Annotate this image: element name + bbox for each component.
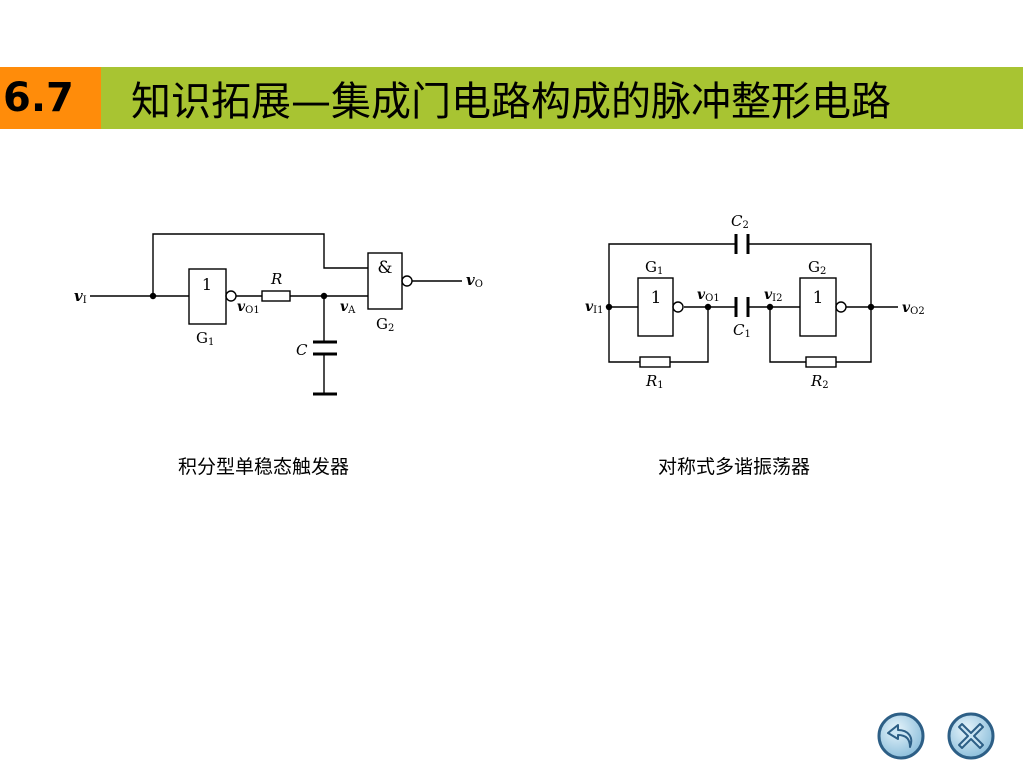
inverter-bubble (672, 301, 684, 313)
junction-dot (320, 292, 328, 300)
page-title: 知识拓展—集成门电路构成的脉冲整形电路 (101, 67, 1023, 129)
vi1-label: vI1 (585, 299, 603, 316)
junction-dot (704, 303, 712, 311)
vo2-label: vO2 (902, 300, 925, 317)
gate2-symbol: 1 (813, 288, 824, 308)
capacitor-label: C (296, 341, 308, 359)
resistor-r (261, 290, 291, 302)
node-vo1-label: vO1 (237, 299, 260, 316)
capacitor-c2 (734, 234, 750, 254)
r1-label: R1 (645, 372, 664, 391)
section-number: 6.7 (0, 67, 101, 129)
gate2-label: G2 (376, 315, 394, 334)
close-button[interactable] (946, 711, 996, 761)
vo1-label: vO1 (697, 287, 720, 304)
resistor-r1 (639, 356, 671, 368)
output-label: vO (466, 271, 483, 290)
capacitor-c1 (734, 297, 750, 317)
vi2-label: vI2 (764, 287, 782, 304)
g1-label: G1 (645, 258, 663, 277)
c2-label: C2 (731, 212, 749, 231)
title-bar: 6.7 知识拓展—集成门电路构成的脉冲整形电路 (0, 67, 1023, 129)
close-x-icon (947, 712, 995, 760)
gate1-label: G1 (196, 329, 214, 348)
inverter-bubble (225, 290, 237, 302)
gate1-symbol: 1 (202, 275, 212, 294)
right-circuit-wires (608, 243, 898, 363)
node-va-label: vA (340, 299, 356, 316)
inverter-bubble (835, 301, 847, 313)
left-circuit-wires (90, 233, 462, 394)
return-arrow-icon (877, 712, 925, 760)
right-caption: 对称式多谐振荡器 (658, 456, 811, 478)
gate2-symbol: & (377, 258, 392, 278)
junction-dot (867, 303, 875, 311)
resistor-r2 (805, 356, 837, 368)
junction-dot (766, 303, 774, 311)
gate1-symbol: 1 (651, 288, 662, 308)
capacitor-c (313, 340, 337, 356)
back-button[interactable] (876, 711, 926, 761)
input-label: vI (74, 287, 87, 306)
nand-bubble (401, 275, 413, 287)
junction-dot (605, 303, 613, 311)
left-caption: 积分型单稳态触发器 (178, 456, 350, 478)
junction-dot (149, 292, 157, 300)
r2-label: R2 (810, 372, 829, 391)
g2-label: G2 (808, 258, 826, 277)
resistor-label: R (270, 270, 282, 288)
c1-label: C1 (733, 321, 751, 340)
